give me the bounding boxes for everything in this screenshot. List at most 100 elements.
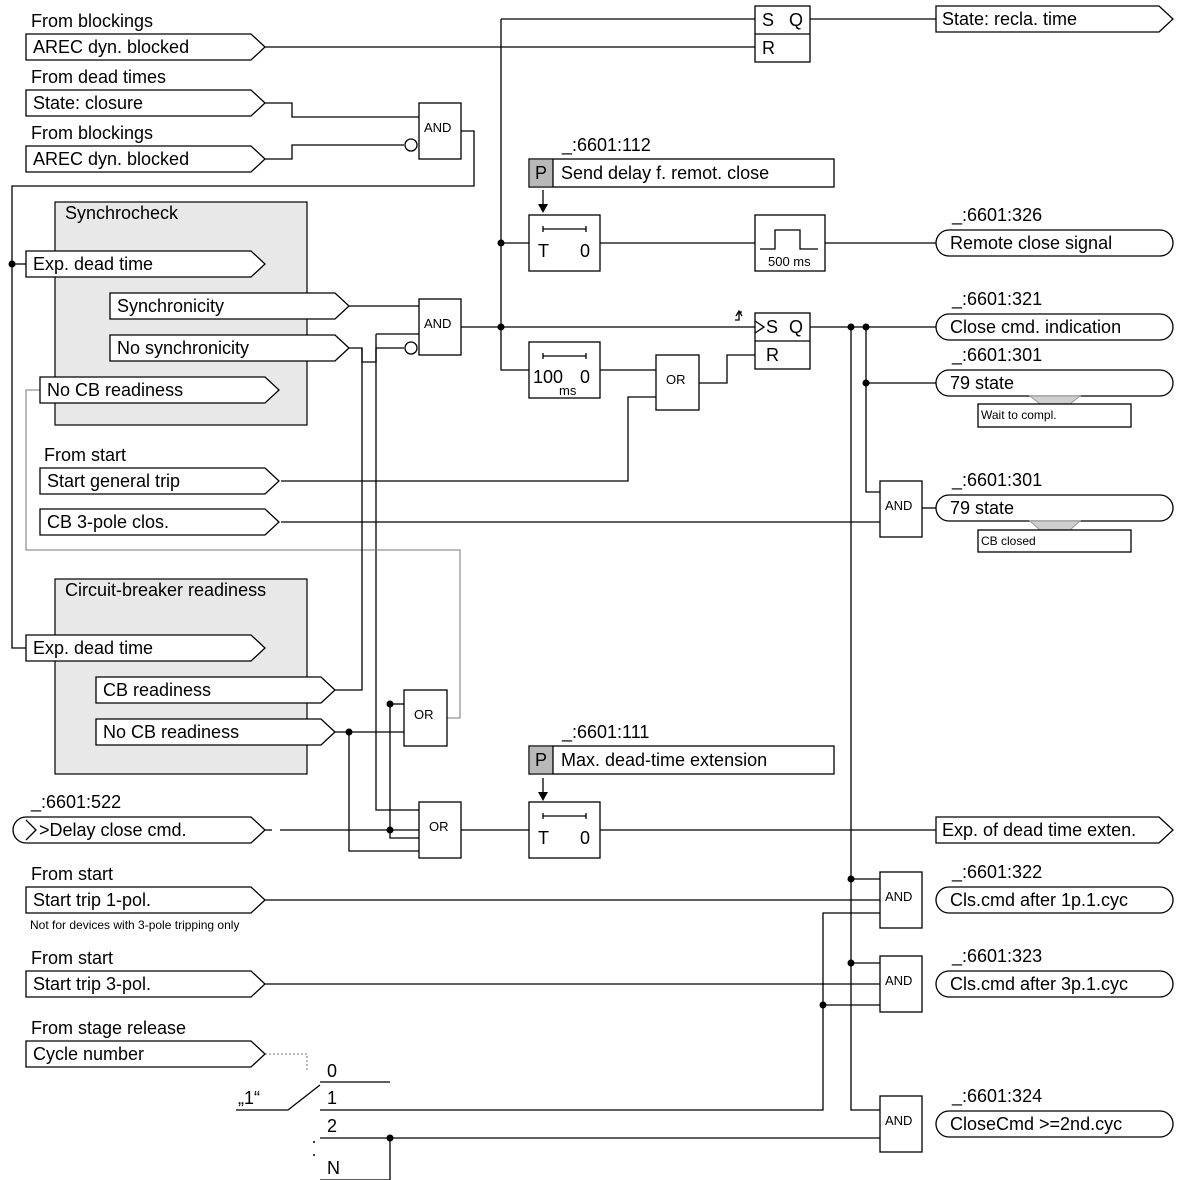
svg-text:CB readiness: CB readiness [103,680,211,700]
and-gate-2nd: AND [879,1095,923,1153]
and-gate-1p: AND [879,871,923,929]
switch-pos-2: 2 [327,1116,337,1136]
svg-text:CloseCmd >=2nd.cyc: CloseCmd >=2nd.cyc [950,1114,1122,1134]
svg-text:R: R [766,345,779,365]
switch-pos-0: 0 [327,1061,337,1081]
output-synchronicity: Synchronicity [109,292,350,320]
output-no-synchronicity: No synchronicity [109,334,350,362]
address-79-state-a: _:6601:301 [951,345,1042,366]
svg-text:T: T [538,828,549,848]
address-param-111: _:6601:111 [561,722,649,743]
svg-text:AND: AND [424,120,451,135]
switch-pos-1: 1 [327,1088,337,1108]
address-close-cmd-ind: _:6601:321 [951,289,1042,310]
sr-flipflop-close: S Q R [735,309,811,370]
output-cls-3p: _:6601:323 Cls.cmd after 3p.1.cyc [935,946,1174,998]
svg-text:Max. dead-time extension: Max. dead-time extension [561,750,767,770]
header-from-start-3: From start [31,948,113,968]
input-start-general-trip: Start general trip [39,467,280,495]
svg-text:Synchronicity: Synchronicity [117,296,224,316]
cb-readiness-title: Circuit-breaker readiness [65,580,266,600]
and-gate-cb-closed: AND [879,480,923,538]
svg-text:Cycle number: Cycle number [33,1044,144,1064]
svg-text:No CB readiness: No CB readiness [47,380,183,400]
svg-text:P: P [535,163,547,183]
input-arec-blocked-2: AREC dyn. blocked [25,145,266,173]
and-gate-3p: AND [879,955,923,1013]
output-cls-1p: _:6601:322 Cls.cmd after 1p.1.cyc [935,862,1174,914]
svg-text:0: 0 [580,828,590,848]
output-no-cb-readiness: No CB readiness [95,718,336,746]
input-cb-3pole-clos: CB 3-pole clos. [39,508,280,536]
svg-text:ms: ms [559,383,577,398]
svg-text:OR: OR [666,372,686,387]
note-not-for-devices: Not for devices with 3-pole tripping onl… [30,918,239,932]
svg-text:OR: OR [429,819,449,834]
cycle-switch: „1“ 0 1 2 N [238,1061,340,1178]
output-state-recla: State: recla. time [935,5,1174,33]
timer-dead-ext: T 0 [528,801,601,859]
svg-text:Start trip 1-pol.: Start trip 1-pol. [33,890,151,910]
wiring [11,18,936,1180]
value-cb-closed: CB closed [981,534,1036,548]
svg-text:AREC dyn. blocked: AREC dyn. blocked [33,37,189,57]
timer-100ms: 100 0 ms [528,341,601,399]
svg-text:S: S [766,317,778,337]
svg-text:AND: AND [424,316,451,331]
timer-send-delay: T 0 [528,214,601,272]
switch-pos-n: N [327,1158,340,1178]
switch-label: „1“ [238,1088,260,1108]
output-close-2nd: _:6601:324 CloseCmd >=2nd.cyc [935,1086,1174,1138]
svg-text:Start general trip: Start general trip [47,471,180,491]
sr-flipflop-recla: S Q R [754,5,811,63]
input-start-trip-3pol: Start trip 3-pol. [25,970,266,998]
svg-text:0: 0 [580,241,590,261]
address-close-2nd: _:6601:324 [951,1086,1042,1107]
header-from-dead-times: From dead times [31,67,166,87]
param-max-dead-ext: _:6601:111 P Max. dead-time extension [528,722,835,801]
input-sync-no-cb-readiness: No CB readiness [39,376,280,404]
svg-text:Close cmd. indication: Close cmd. indication [950,317,1121,337]
or-gate-delay: OR [418,801,462,859]
output-79-state-a: _:6601:301 79 state Wait to compl. [935,345,1174,428]
svg-text:Exp. of dead time exten.: Exp. of dead time exten. [942,820,1136,840]
svg-text:AND: AND [885,973,912,988]
svg-text:OR: OR [414,707,434,722]
output-close-cmd-ind: _:6601:321 Close cmd. indication [935,289,1174,341]
junction-dots [8,239,870,1142]
input-sync-exp-dead-time: Exp. dead time [25,250,266,278]
pulse-block: 500 ms [754,214,826,272]
svg-text:No CB readiness: No CB readiness [103,722,239,742]
param-send-delay: _:6601:112 P Send delay f. remot. close [528,135,835,213]
svg-text:State: closure: State: closure [33,93,143,113]
svg-text:AND: AND [885,1113,912,1128]
or-gate-readiness: OR [403,689,448,747]
svg-text:500 ms: 500 ms [768,254,811,269]
input-cbr-exp-dead-time: Exp. dead time [25,634,266,662]
value-wait-to-compl: Wait to compl. [981,408,1057,422]
output-remote-close: _:6601:326 Remote close signal [935,205,1174,257]
input-start-trip-1pol: Start trip 1-pol. Not for devices with 3… [25,886,266,932]
svg-text:Send delay f. remot. close: Send delay f. remot. close [561,163,769,183]
address-cls-3p: _:6601:323 [951,946,1042,967]
svg-text:AND: AND [885,889,912,904]
svg-text:State: recla. time: State: recla. time [942,9,1077,29]
svg-text:79 state: 79 state [950,373,1014,393]
address-param-112: _:6601:112 [561,135,651,156]
svg-text:Start trip 3-pol.: Start trip 3-pol. [33,974,151,994]
svg-text:CB 3-pole clos.: CB 3-pole clos. [47,512,169,532]
header-from-stage-release: From stage release [31,1018,186,1038]
synchrocheck-title: Synchrocheck [65,203,179,223]
svg-text:Exp. dead time: Exp. dead time [33,638,153,658]
svg-text:Exp. dead time: Exp. dead time [33,254,153,274]
address-delay-close: _:6601:522 [30,792,121,813]
and-gate-sync: AND [404,298,462,356]
svg-text:Q: Q [789,317,803,337]
header-from-start-2: From start [31,864,113,884]
header-from-start-1: From start [44,445,126,465]
svg-text:P: P [535,750,547,770]
input-delay-close-cmd: _:6601:522 >Delay close cmd. [12,792,266,844]
svg-text:Cls.cmd after 3p.1.cyc: Cls.cmd after 3p.1.cyc [950,974,1128,994]
header-from-blockings-1: From blockings [31,11,153,31]
